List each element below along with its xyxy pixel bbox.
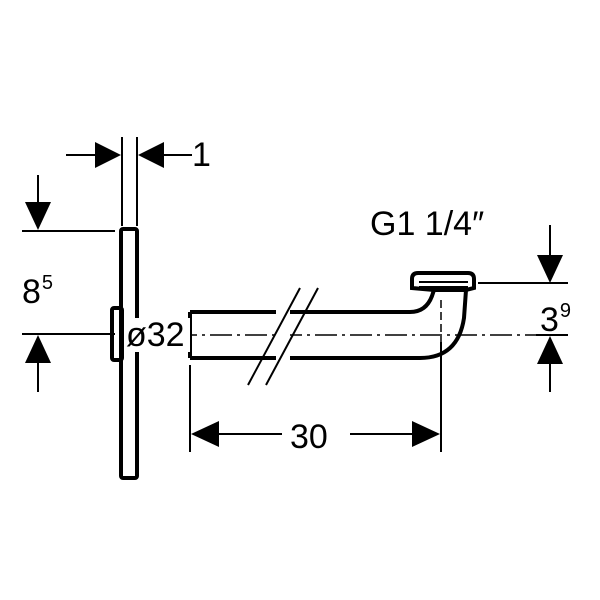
diameter-label: ø32 — [126, 316, 185, 354]
length-label: 30 — [290, 418, 328, 456]
break-marks — [247, 287, 319, 386]
thickness-label: 1 — [192, 136, 211, 174]
pipe-top-wall — [190, 289, 436, 314]
left-height-dimension — [22, 175, 115, 392]
thickness-dimension — [66, 137, 192, 226]
length-dimension — [189, 342, 442, 452]
thread-label: G1 1/4″ — [370, 205, 484, 243]
right-height-label: 39 — [540, 300, 571, 339]
left-height-label: 85 — [22, 272, 53, 311]
pipe-bottom-wall — [190, 289, 468, 360]
right-height-dimension — [478, 225, 568, 392]
